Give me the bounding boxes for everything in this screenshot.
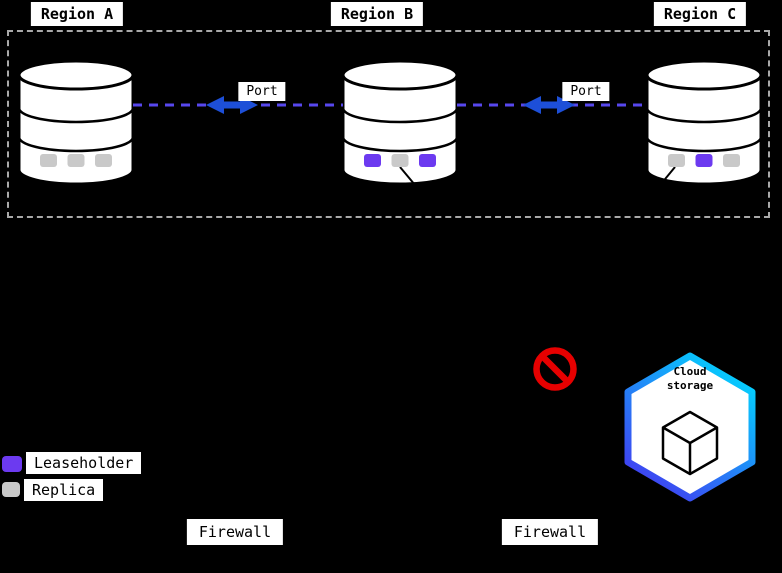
cube-icon (661, 410, 719, 476)
replica-square (723, 154, 740, 167)
port-label-left: Port (238, 82, 286, 101)
hexagon-shape (624, 352, 756, 502)
annotation-leader-line (660, 166, 676, 185)
replica-square (40, 154, 57, 167)
replica-square (67, 154, 85, 167)
legend-leaseholder-label: Leaseholder (26, 452, 142, 474)
leaseholder-square (419, 154, 436, 167)
double-arrow-icon (523, 96, 575, 114)
legend-replica-label: Replica (24, 479, 104, 501)
replica-swatch (2, 482, 20, 497)
prohibition-icon (533, 347, 577, 391)
database-icon (341, 59, 459, 186)
database-icon (17, 59, 135, 186)
cloud-storage-hexagon (624, 352, 756, 502)
region-b-label: Region B (330, 2, 424, 26)
annotation-leader-line (399, 166, 416, 186)
port-label-right: Port (562, 82, 610, 101)
database-region-c (644, 58, 764, 190)
database-region-a (16, 58, 136, 190)
firewall-label-left: Firewall (186, 519, 284, 545)
region-a-label: Region A (30, 2, 124, 26)
replica-square (95, 154, 112, 167)
cloud-storage-label: Cloud storage (666, 365, 714, 393)
database-icon (645, 59, 763, 186)
connection-b-c (457, 96, 647, 114)
regions-boundary-box (7, 30, 770, 218)
database-region-b (340, 58, 460, 190)
region-c-label: Region C (653, 2, 747, 26)
leaseholder-square (695, 154, 713, 167)
firewall-label-right: Firewall (501, 519, 599, 545)
replica-square (391, 154, 409, 167)
leaseholder-square (364, 154, 381, 167)
replica-square (668, 154, 685, 167)
leaseholder-swatch (2, 456, 22, 472)
